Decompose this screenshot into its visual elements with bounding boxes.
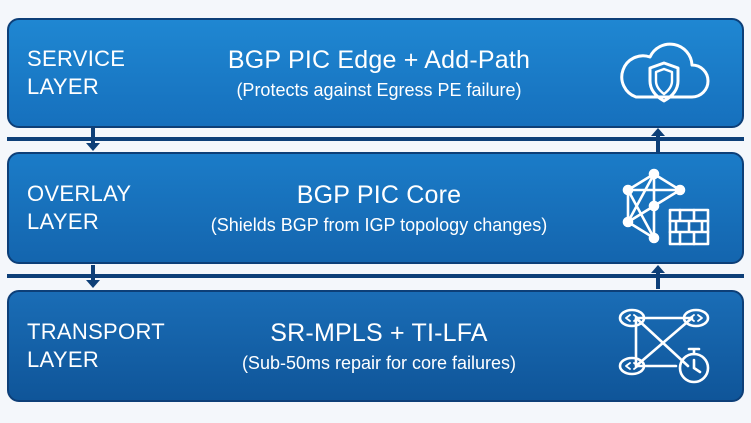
transport-layer-name: TRANSPORT LAYER [27,292,165,400]
overlay-transport-connector [7,265,744,289]
cloud-shield-icon [614,31,714,115]
service-layer-name-line2: LAYER [27,74,100,99]
transport-layer-subtitle: (Sub-50ms repair for core failures) [241,353,517,373]
routers-stopwatch-icon [614,304,714,388]
transport-layer-box: TRANSPORT LAYER SR-MPLS + TI-LFA (Sub-50… [7,290,744,402]
overlay-layer-subtitle: (Shields BGP from IGP topology changes) [210,215,548,235]
overlay-layer-box: OVERLAY LAYER BGP PIC Core (Shields BGP … [7,152,744,264]
overlay-layer-name-line1: OVERLAY [27,181,132,206]
service-layer-name: SERVICE LAYER [27,20,125,126]
overlay-layer-name: OVERLAY LAYER [27,154,131,262]
transport-layer-name-line2: LAYER [27,347,100,372]
service-layer-title: BGP PIC Edge + Add-Path [227,46,531,74]
service-layer-name-line1: SERVICE [27,46,126,71]
transport-layer-name-line1: TRANSPORT [27,319,165,344]
transport-layer-title: SR-MPLS + TI-LFA [270,319,488,347]
mesh-firewall-icon [614,166,714,250]
overlay-layer-title: BGP PIC Core [296,181,462,209]
service-layer-content: BGP PIC Edge + Add-Path (Protects agains… [159,20,599,126]
overlay-layer-name-line2: LAYER [27,209,100,234]
service-layer-subtitle: (Protects against Egress PE failure) [236,80,522,100]
overlay-layer-content: BGP PIC Core (Shields BGP from IGP topol… [159,154,599,262]
service-layer-box: SERVICE LAYER BGP PIC Edge + Add-Path (P… [7,18,744,128]
transport-layer-content: SR-MPLS + TI-LFA (Sub-50ms repair for co… [159,292,599,400]
service-overlay-connector [7,128,744,152]
